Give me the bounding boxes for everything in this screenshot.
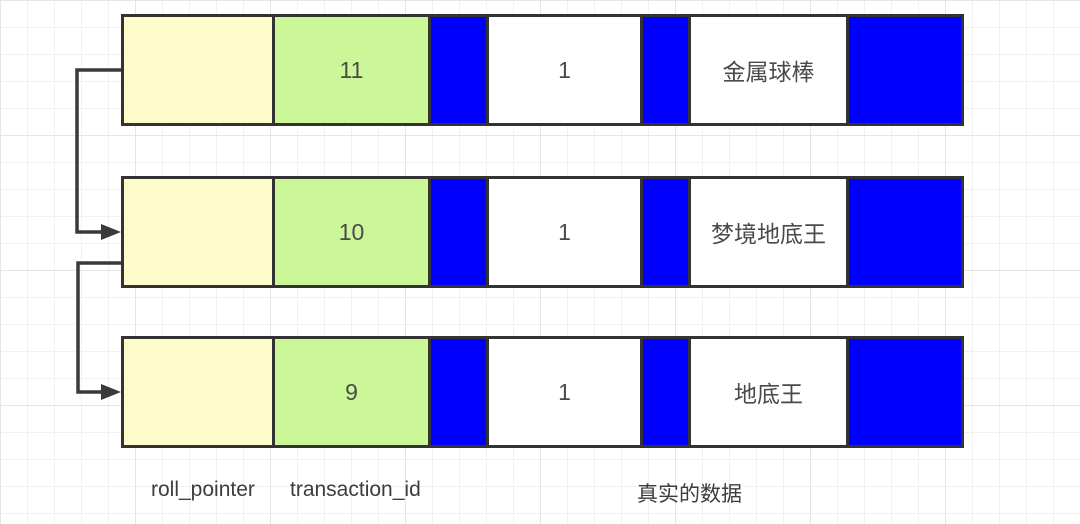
record-id-cell: 1 [489,17,643,123]
roll-pointer-label: roll_pointer [151,478,255,501]
record-id-cell: 1 [489,339,643,445]
roll-pointer-cell [124,339,275,445]
transaction-id-cell: 9 [275,339,431,445]
transaction-id-cell: 10 [275,179,431,285]
arrowhead-icon [101,224,121,240]
hidden-field-cell [431,339,489,445]
version-row-1: 11 1 金属球棒 [121,14,964,126]
roll-pointer-cell [124,17,275,123]
hidden-field-cell [431,179,489,285]
hidden-field-cell [643,179,691,285]
transaction-id-cell: 11 [275,17,431,123]
arrowhead-icon [101,384,121,400]
transaction-id-label: transaction_id [290,478,421,501]
data-value-cell: 地底王 [691,339,849,445]
hidden-field-cell [849,339,961,445]
hidden-field-cell [643,339,691,445]
roll-pointer-cell [124,179,275,285]
data-value-cell: 金属球棒 [691,17,849,123]
real-data-label: 真实的数据 [637,483,742,506]
record-id-cell: 1 [489,179,643,285]
version-row-2: 10 1 梦境地底王 [121,176,964,288]
hidden-field-cell [849,17,961,123]
version-chain-arrow-2 [76,261,121,400]
hidden-field-cell [431,17,489,123]
hidden-field-cell [849,179,961,285]
version-chain-arrow-1 [75,68,121,240]
hidden-field-cell [643,17,691,123]
data-value-cell: 梦境地底王 [691,179,849,285]
version-row-3: 9 1 地底王 [121,336,964,448]
